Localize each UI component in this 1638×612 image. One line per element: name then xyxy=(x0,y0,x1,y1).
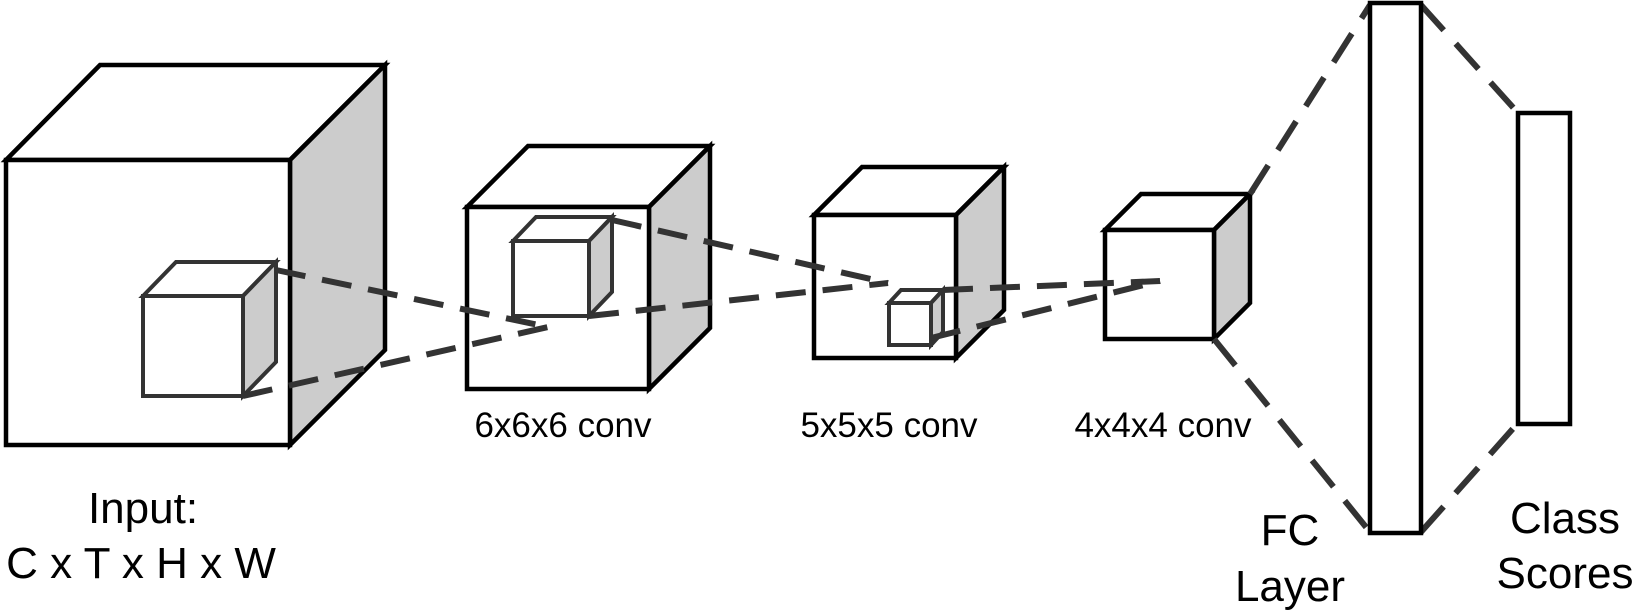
class-scores-bar xyxy=(1515,110,1573,427)
conv2-kernel-cube xyxy=(884,284,948,351)
fc-label-line1: FC xyxy=(1261,506,1320,555)
fc-connections xyxy=(1211,2,1521,534)
input-title-label: Input: xyxy=(88,484,198,533)
conv1-kernel-cube xyxy=(508,212,617,321)
conv1-label: 6x6x6 conv xyxy=(474,406,652,445)
class-scores-label-line2: Scores xyxy=(1497,549,1634,598)
class-scores-label-line1: Class xyxy=(1510,494,1620,543)
fc-layer-bar xyxy=(1367,0,1424,536)
input-dims-label: C x T x H x W xyxy=(6,539,276,588)
fc-label-line2: Layer xyxy=(1235,562,1345,611)
receptive-field-lines xyxy=(242,217,1161,399)
conv3-label: 4x4x4 conv xyxy=(1074,406,1252,445)
input-volume xyxy=(0,59,391,451)
conv2-label: 5x5x5 conv xyxy=(800,406,978,445)
input-kernel-cube xyxy=(138,257,281,401)
conv3-volume xyxy=(1099,188,1256,345)
